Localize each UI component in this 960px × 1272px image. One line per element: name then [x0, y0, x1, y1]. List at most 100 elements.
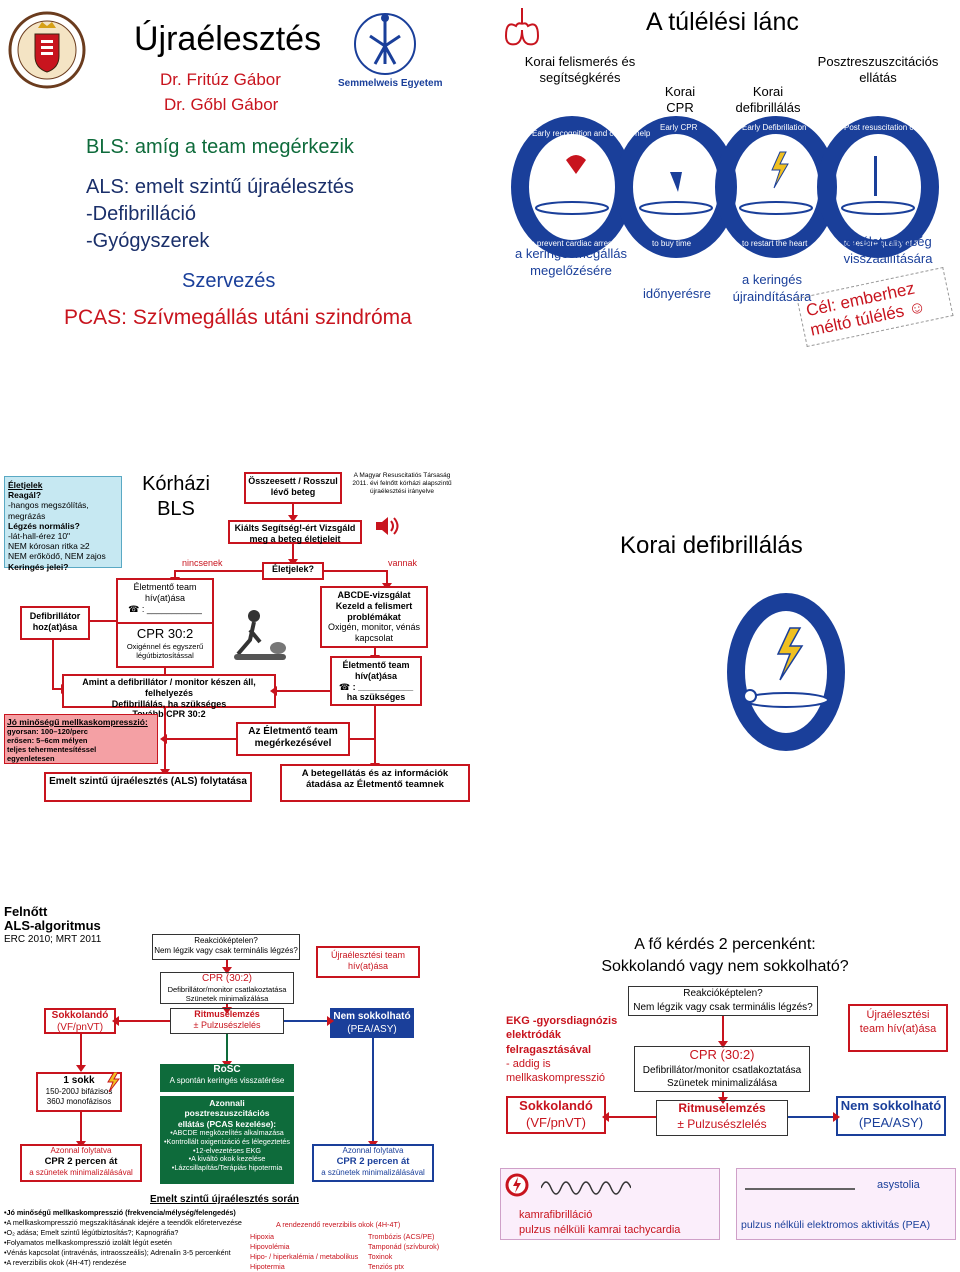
cpr-illustration-icon	[234, 610, 286, 660]
abcde-box: ABCDE-vizsgálat Kezeld a felismert probl…	[320, 586, 428, 648]
reversible-title: A rendezendő reverzibilis okok (4H-4T)	[276, 1220, 401, 1229]
bls-line: BLS: amíg a team megérkezik	[86, 136, 354, 158]
abcde-2: Kezeld a felismert problémákat	[335, 600, 413, 622]
ekg-4: - addig is	[506, 1057, 551, 1070]
ring-b4-text: to restore quality of life	[844, 239, 925, 248]
pea-panel: asystolia pulzus nélküli elektromos akti…	[736, 1168, 956, 1240]
signs-line-1: -hangos megszólítás, megrázás	[8, 500, 89, 521]
h-item-3: Hipo- / hiperkalémia / metabolikus	[250, 1251, 359, 1261]
ring-b3-text: to restart the heart	[742, 239, 808, 248]
asy-strip-icon	[745, 1188, 855, 1190]
cpr-box: CPR (30:2) Defibrillátor/monitor csatlak…	[160, 972, 294, 1004]
quality-1: gyorsan: 100–120/perc	[7, 727, 88, 737]
slide-3: Életjelek Reagál? -hangos megszólítás, m…	[0, 466, 480, 806]
nonshock-box: Nem sokkolható (PEA/ASY)	[330, 1008, 414, 1038]
cont-left-2: CPR 2 percen át	[44, 1156, 118, 1167]
unresponsive-box: Reakcióképtelen? Nem légzik vagy csak te…	[152, 934, 300, 960]
semmelweis-logo-icon	[354, 13, 416, 75]
pulse-text: ± Pulzusészlelés	[193, 1020, 261, 1031]
h-item-2: Hipovolémia	[250, 1241, 290, 1251]
slide-5: Felnőtt ALS-algoritmus ERC 2010; MRT 201…	[0, 900, 480, 1272]
quality-box: Jó minőségű mellkaskompresszió: gyorsan:…	[4, 714, 158, 764]
step-2-label: Korai CPR	[664, 84, 696, 116]
pcas-line: PCAS: Szívmegállás utáni szindróma	[64, 306, 412, 329]
vf-label: kamrafibrilláció	[519, 1209, 593, 1221]
rhythm-text: Ritmuselemzés	[194, 1009, 260, 1019]
cpr-box: CPR (30:2) Defibrillátor/monitor csatlak…	[634, 1046, 810, 1092]
defibrillation-ring-icon	[727, 593, 845, 751]
rosc-sub: A spontán keringés visszatérése	[169, 1076, 285, 1085]
cpr-box: CPR 30:2 Oxigénnel és egyszerű légútbizt…	[116, 622, 214, 668]
chain-title: A túlélési lánc	[646, 8, 799, 36]
cont-right-2: CPR 2 percen át	[336, 1156, 410, 1167]
target-text: Cél: emberhez méltó túlélés ☺	[804, 278, 928, 340]
ring-1-text: Early recognition and call for help	[532, 129, 651, 138]
drugs-line: -Gyógyszerek	[86, 230, 210, 252]
slide-6: A fő kérdés 2 percenként: Sokkolandó vag…	[480, 900, 960, 1272]
shockable-box: Sokkolandó (VF/pnVT)	[44, 1008, 116, 1034]
nonshock-text: Nem sokkolható	[840, 1098, 942, 1113]
step-4-label: Posztreszuszcitációs ellátás	[817, 54, 939, 86]
cont-right-3: a szünetek minimalizálásával	[321, 1167, 425, 1177]
rosc-box: RoSC A spontán keringés visszatérése	[160, 1064, 294, 1092]
cont-left-1: Azonnal folytatva	[50, 1146, 112, 1155]
society-note: A Magyar Resuscitatiós Társaság 2011. év…	[352, 472, 452, 495]
ring-4-text: Post resuscitation care	[844, 123, 925, 132]
arrival-text: Az Életmentő team megérkezésével	[248, 726, 338, 749]
unresponsive-box: Reakcióképtelen? Nem légzik vagy csak te…	[628, 986, 818, 1016]
call-help-box: Kiálts Segítség!-ért Vizsgáld meg a bete…	[228, 520, 362, 544]
lungs-icon	[504, 8, 540, 46]
abcde-1: ABCDE-vizsgálat	[337, 590, 411, 600]
rosc-title: RoSC	[213, 1064, 241, 1075]
signs-line-3: NEM kórosan ritka ≥2	[8, 541, 90, 552]
ekg-2: elektródák	[506, 1029, 562, 1042]
defib-step-box: Amint a defibrillátor / monitor készen á…	[62, 674, 276, 719]
call-team-text: Életmentő team hív(at)ása	[133, 582, 197, 603]
nonshock-2-text: (PEA/ASY)	[858, 1114, 924, 1130]
t-item-2: Tamponád (szívburok)	[368, 1241, 440, 1251]
post-care-box: Azonnali posztreszuszcitációs ellátás (P…	[160, 1096, 294, 1184]
cpr-label: CPR 30:2	[136, 626, 194, 641]
if-needed-text: ha szükséges	[346, 692, 406, 703]
cpr-sub: Oxigénnel és egyszerű légútbiztosítással	[126, 641, 204, 660]
step-3-label: Korai defibrillálás	[735, 84, 801, 116]
cpr-line-2: Szünetek minimalizálása	[185, 994, 269, 1003]
ekg-note: EKG -gyorsdiagnózis elektródák felragasz…	[506, 1014, 617, 1085]
abcde-3: Oxigén, monitor, vénás kapcsolat	[327, 622, 421, 644]
slide-4: Korai defibrillálás	[480, 466, 960, 806]
asy-label: asystolia	[877, 1179, 920, 1191]
cont-right-1: Azonnal folytatva	[342, 1146, 404, 1155]
author-1: Dr. Fritúz Gábor	[160, 70, 281, 89]
q1-text: Reakcióképtelen?	[194, 936, 258, 945]
t-item-1: Trombózis (ACS/PE)	[368, 1232, 435, 1241]
main-question-2: Sokkolandó vagy nem sokkolható?	[601, 958, 849, 975]
nonshock-text: Nem sokkolható	[333, 1011, 411, 1022]
call-team-box: Újraélesztési team hív(at)ása	[316, 946, 420, 978]
ring-b2-text: to buy time	[652, 239, 692, 248]
rhythm-box: Ritmuselemzés ± Pulzusészlelés	[656, 1100, 788, 1136]
goal-1: a keringésmegállás megelőzésére	[514, 246, 627, 278]
cpr-title: CPR (30:2)	[201, 973, 252, 984]
collapse-text: Összeesett / Rosszul lévő beteg	[248, 476, 338, 497]
post-item-2: •Kontrollált oxigenizáció és lélegezteté…	[164, 1136, 290, 1146]
shockable-2-text: (VF/pnVT)	[56, 1022, 104, 1033]
shock-box: 1 sokk 150-200J bifázisos 360J monofázis…	[36, 1072, 122, 1112]
als-title-2: ALS-algoritmus	[4, 918, 101, 933]
defib-line: -Defibrilláció	[86, 203, 197, 225]
pulse-text: ± Pulzusészlelés	[677, 1116, 767, 1131]
quality-3: teljes tehermentesítéssel	[7, 745, 97, 755]
ekg-1: EKG -gyorsdiagnózis	[506, 1015, 618, 1027]
post-2: posztreszuszcitációs	[184, 1108, 270, 1119]
page-title: Újraélesztés	[134, 20, 322, 58]
shock-title: 1 sokk	[63, 1075, 95, 1086]
defib-step-1: Amint a defibrillátor / monitor készen á…	[82, 677, 256, 698]
shock-1: 150-200J bifázisos	[45, 1087, 113, 1096]
signs-line-2: -lát-hall-érez 10"	[8, 530, 71, 541]
phone-line: ☎ : ___________	[128, 603, 202, 614]
slide-4-title: Korai defibrillálás	[620, 532, 803, 559]
shockable-2-text: (VF/pnVT)	[526, 1114, 586, 1130]
h-list: Hipoxia Hipovolémia Hipo- / hiperkalémia…	[250, 1232, 358, 1272]
als-title-1: Felnőtt	[4, 904, 48, 919]
q1-text: Reakcióképtelen?	[683, 988, 763, 999]
post-item-1: •ABCDE megközelítés alkalmazása	[170, 1128, 284, 1138]
